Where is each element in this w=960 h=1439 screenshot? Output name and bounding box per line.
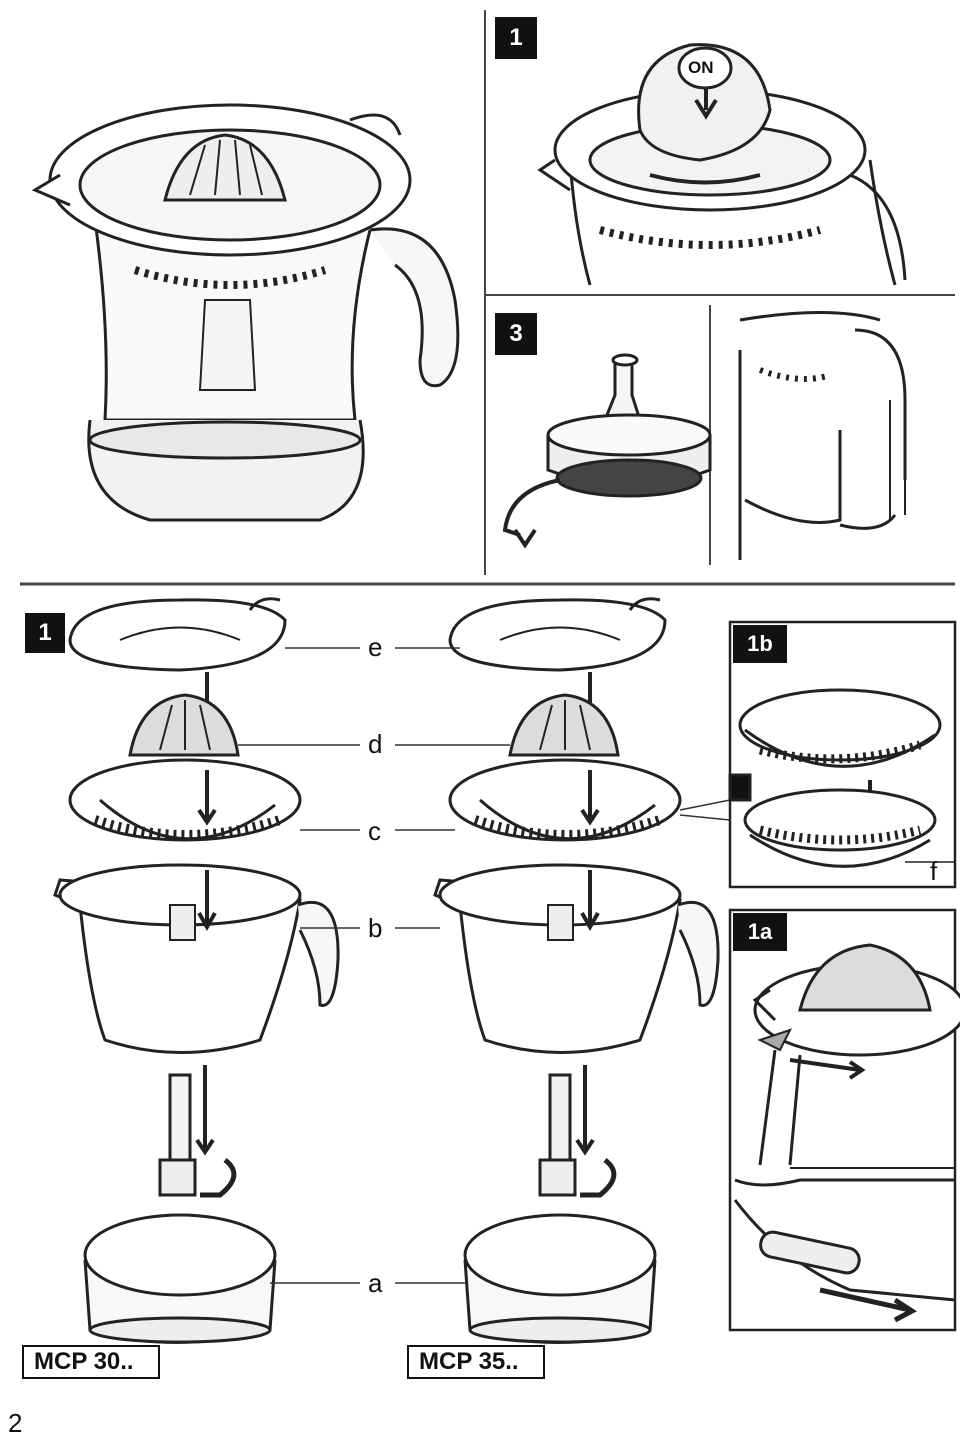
step3-base-cord-illustration (502, 353, 712, 549)
on-button-label: ON (688, 58, 714, 77)
juicer-overview-illustration (31, 103, 460, 522)
assembly-section-badge: 1 (25, 613, 65, 653)
label-e-lid: e (368, 632, 383, 662)
inset-1b-illustration (728, 620, 957, 889)
model-label-mcp35: MCP 35.. (407, 1345, 545, 1379)
label-b-jug: b (368, 913, 383, 943)
step3-jug-side-illustration (738, 311, 907, 560)
label-d-cone: d (368, 729, 383, 759)
inset-1a-illustration (728, 908, 960, 1332)
step1-press-illustration (537, 43, 907, 286)
label-c-strainer: c (368, 816, 381, 846)
label-f-sieve: f (930, 856, 938, 886)
inset-1a-badge: 1a (733, 913, 787, 951)
label-a-base: a (368, 1268, 383, 1298)
step3-badge: 3 (495, 313, 537, 355)
step1-badge: 1 (495, 17, 537, 59)
inset-1b-badge: 1b (733, 625, 787, 663)
assembly-mcp35-illustration (433, 597, 720, 1344)
page-number: 2 (8, 1408, 23, 1438)
model-label-mcp30: MCP 30.. (22, 1345, 160, 1379)
assembly-mcp30-illustration (53, 597, 340, 1344)
label-leader-lines (238, 647, 731, 1284)
